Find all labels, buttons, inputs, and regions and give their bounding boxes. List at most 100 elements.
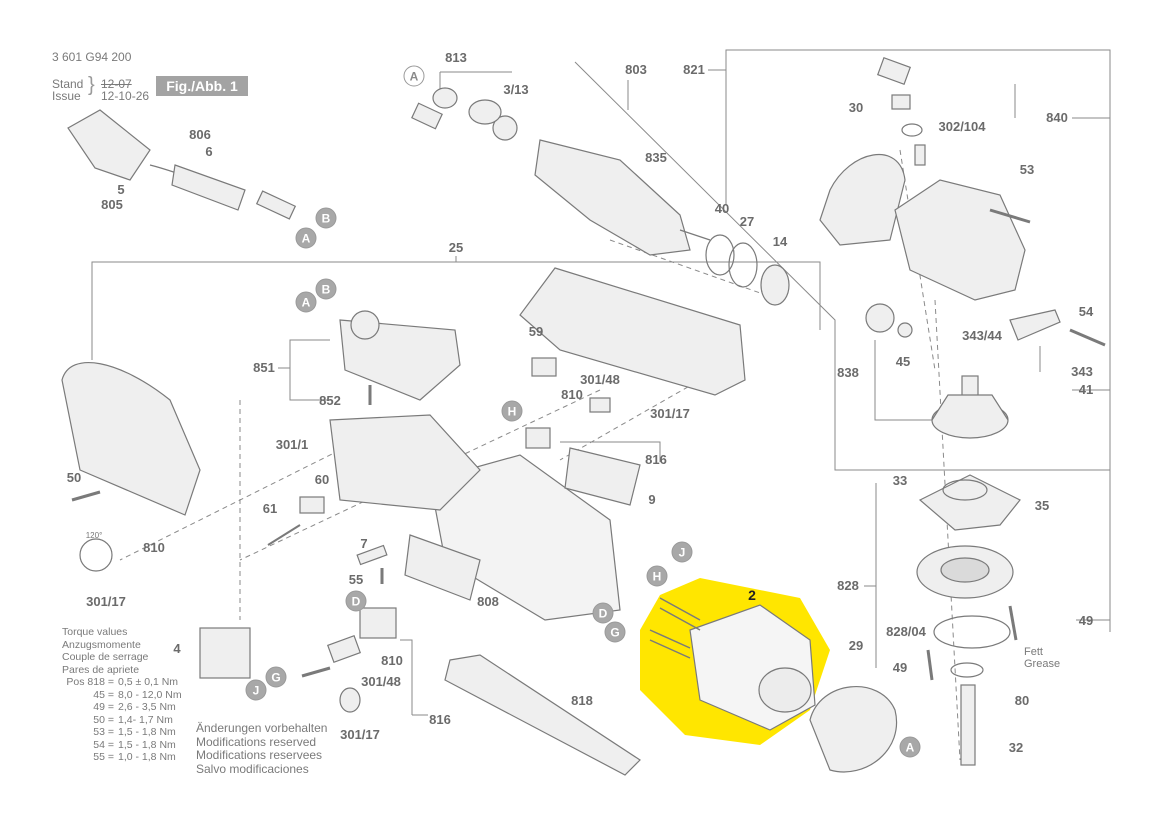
- svg-text:J: J: [253, 684, 260, 698]
- part-label-p806: 806: [189, 127, 211, 142]
- part-label-p80: 80: [1015, 693, 1029, 708]
- torque-row: 49 =2,6 - 3,5 Nm: [93, 701, 176, 713]
- part-label-p343: 343: [1071, 364, 1093, 379]
- part-label-p840: 840: [1046, 110, 1068, 125]
- part-label-p821: 821: [683, 62, 705, 77]
- svg-text:B: B: [322, 283, 331, 297]
- callout-cA4: A: [899, 736, 921, 758]
- callout-cA1: A: [403, 65, 425, 87]
- spring-clip: [411, 102, 443, 130]
- switch-851: [339, 319, 461, 401]
- callout-cD2: D: [592, 602, 614, 624]
- part-H-holder: [525, 427, 551, 449]
- callout-cB2: B: [315, 278, 337, 300]
- part-label-p301_17c: 301/17: [340, 727, 380, 742]
- rear-cover: [61, 361, 201, 516]
- screw-301-48: [301, 666, 331, 678]
- callout-cH2: H: [646, 565, 668, 587]
- guard-29: [809, 686, 898, 773]
- torque-row: Pos 818 =0,5 ± 0,1 Nm: [66, 676, 179, 688]
- callout-cD1: D: [345, 590, 367, 612]
- callout-cB1: B: [315, 207, 337, 229]
- bearing-3-13: [492, 115, 518, 141]
- screw-54: [1069, 328, 1106, 347]
- part-label-p49b: 49: [893, 660, 907, 675]
- svg-text:D: D: [352, 595, 361, 609]
- mod-fr: Modifications reservees: [196, 748, 323, 762]
- part-label-p818: 818: [571, 693, 593, 708]
- electronics-4: [199, 627, 251, 679]
- circlip-40: [705, 234, 735, 276]
- seal-35: [942, 479, 988, 501]
- figure-label: Fig./Abb. 1: [156, 76, 248, 96]
- part-label-p50: 50: [67, 470, 81, 485]
- film-808: [404, 534, 481, 601]
- part-drawings: [61, 56, 1106, 776]
- torque-row: 54 =1,5 - 1,8 Nm: [93, 738, 176, 751]
- svg-text:A: A: [410, 70, 419, 84]
- spring-840: [891, 94, 911, 110]
- part-59: [531, 357, 557, 377]
- bushing-41: [961, 375, 979, 397]
- part-label-p4: 4: [173, 641, 181, 656]
- callout-cG1: G: [265, 666, 287, 688]
- washer-80: [950, 662, 984, 678]
- film-9: [564, 447, 641, 506]
- strain-relief: [255, 190, 297, 220]
- screw-49b: [926, 649, 934, 681]
- svg-text:D: D: [599, 607, 608, 621]
- torque-title-es: Pares de apriete: [62, 663, 140, 676]
- part-label-p25: 25: [449, 240, 463, 255]
- cable-grommet: [171, 164, 246, 211]
- screw-53: [989, 208, 1031, 224]
- part-label-p301_17b: 301/17: [86, 594, 126, 609]
- gear-housing: [894, 179, 1026, 301]
- torque-row: 50 =1,4- 1,7 Nm: [93, 713, 173, 726]
- armature: [534, 139, 691, 256]
- part-810-lower: [326, 634, 362, 664]
- callout-cA2: A: [295, 227, 317, 249]
- stand-date: 12-07: [101, 77, 132, 91]
- part-label-p49a: 49: [1079, 613, 1093, 628]
- svg-text:A: A: [302, 296, 311, 310]
- callout-cJ1: J: [245, 679, 267, 701]
- part-label-p828_04: 828/04: [886, 624, 927, 639]
- part-label-p816b: 816: [429, 712, 451, 727]
- part-label-p3_13: 3/13: [503, 82, 528, 97]
- torque-title-de: Anzugsmomente: [62, 638, 141, 651]
- part-label-p828a: 828: [837, 578, 859, 593]
- part-label-p803: 803: [625, 62, 647, 77]
- part-label-p851: 851: [253, 360, 275, 375]
- torque-title-fr: Couple de serrage: [62, 651, 149, 663]
- part-label-p45: 45: [896, 354, 910, 369]
- torque-values-table: Torque values Anzugsmomente Couple de se…: [62, 626, 182, 764]
- part-label-p343_44: 343/44: [962, 328, 1003, 343]
- svg-text:B: B: [322, 212, 331, 226]
- part-label-p301_48b: 301/48: [361, 674, 401, 689]
- callout-cH1: H: [501, 400, 523, 422]
- part-label-p810c: 810: [381, 653, 403, 668]
- torque-row: 53 =1,5 - 1,8 Nm: [93, 726, 176, 738]
- part-810: [589, 397, 611, 413]
- part-label-p808: 808: [477, 594, 499, 609]
- part-label-p7: 7: [360, 536, 367, 551]
- part-label-p35: 35: [1035, 498, 1049, 513]
- callout-cG2: G: [604, 621, 626, 643]
- part-label-p59: 59: [529, 324, 543, 339]
- lever-343: [1009, 309, 1061, 341]
- part-label-p301_48a: 301/48: [580, 372, 620, 387]
- pin-61: [267, 524, 301, 546]
- part-label-p61: 61: [263, 501, 277, 516]
- grease-note: Fett Grease: [1024, 646, 1060, 670]
- oring-828-04: [933, 615, 1011, 649]
- bearing-flange: [918, 474, 1021, 531]
- part-label-p810b: 810: [143, 540, 165, 555]
- part-label-p805: 805: [101, 197, 123, 212]
- torque-title-en: Torque values: [62, 626, 128, 638]
- mod-de: Änderungen vorbehalten: [196, 721, 328, 735]
- part-label-p33: 33: [893, 473, 907, 488]
- oring-302-104: [901, 123, 923, 137]
